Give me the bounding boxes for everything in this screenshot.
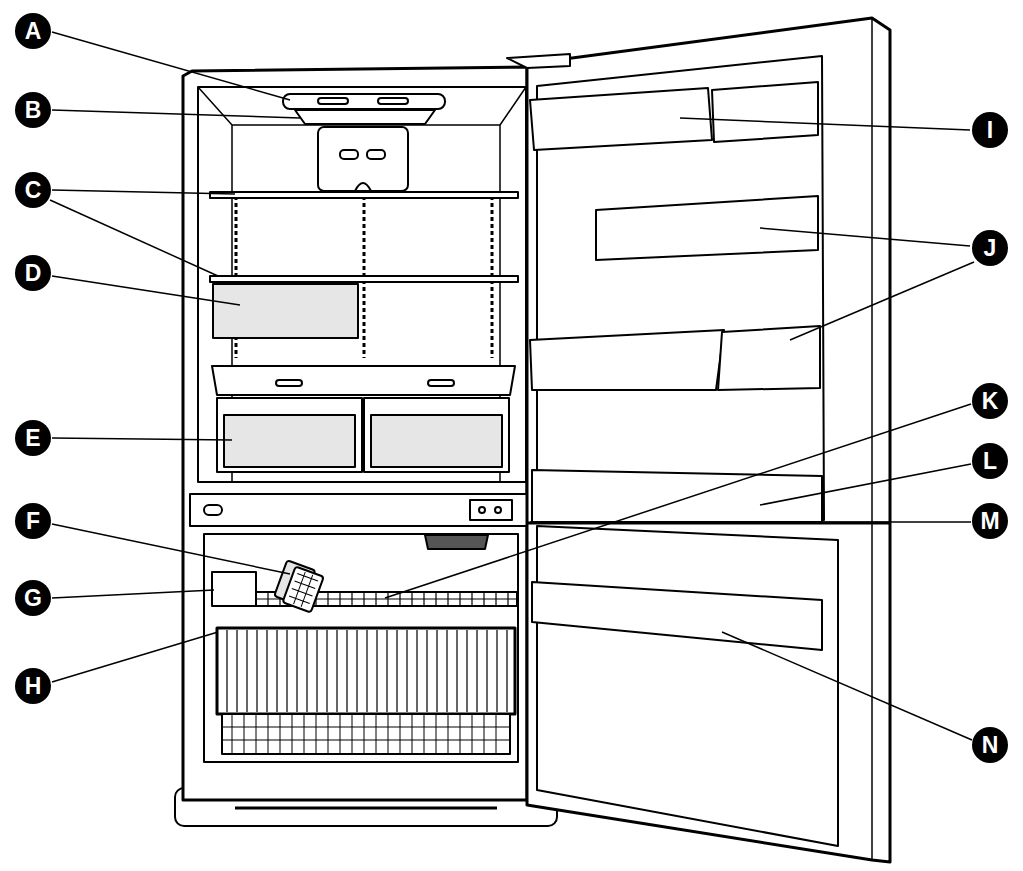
crisper-drawer	[217, 398, 362, 472]
drawer-window	[371, 415, 502, 467]
compartment-walls	[198, 87, 526, 482]
door-hinge-top	[507, 54, 570, 68]
door-bin	[532, 470, 822, 522]
freezer-door-bin	[532, 582, 822, 650]
callout-letter: F	[15, 503, 51, 539]
crisper-cover	[212, 366, 515, 395]
dairy-bin	[530, 88, 712, 150]
ice-bucket	[212, 572, 256, 606]
vent-outlet	[355, 183, 371, 191]
freezer-light	[425, 535, 488, 549]
callout-letter: K	[972, 383, 1008, 419]
divider	[190, 494, 527, 526]
callout-letter: B	[15, 92, 51, 128]
light-cover	[283, 94, 445, 109]
vent-slot	[340, 150, 358, 159]
control-panel	[295, 110, 435, 124]
callout-letter: D	[15, 255, 51, 291]
fresh-food-compartment	[198, 87, 526, 482]
freezer-door-liner	[537, 526, 838, 846]
air-vent	[318, 127, 408, 191]
callout-letter: C	[15, 172, 51, 208]
door-bin	[712, 82, 818, 142]
drawer-window	[224, 415, 355, 467]
door-bin	[718, 326, 820, 390]
callout-letter: H	[15, 668, 51, 704]
callout-letter: G	[15, 580, 51, 616]
shelf-bin	[213, 284, 358, 338]
callout-letter: L	[972, 443, 1008, 479]
basket-bottom	[222, 714, 510, 754]
door-edge	[871, 18, 873, 860]
glass-shelf	[210, 276, 518, 282]
callout-letter: M	[972, 503, 1008, 539]
crisper-drawer	[364, 398, 509, 472]
wire-shelf	[213, 592, 517, 606]
door	[527, 18, 890, 862]
freezer-compartment	[204, 534, 518, 762]
hinge-pin	[479, 507, 485, 513]
callout-letter: A	[15, 13, 51, 49]
leader-lines	[50, 32, 974, 740]
callout-letter: J	[972, 230, 1008, 266]
callout-letter: I	[972, 112, 1008, 148]
basket-wires	[227, 630, 507, 712]
ice-tray	[273, 560, 325, 612]
grille-slot	[235, 807, 497, 810]
wire-grid	[213, 592, 517, 606]
glass-shelf	[210, 192, 518, 198]
cover-handle	[276, 380, 302, 386]
hinge-pin	[495, 507, 501, 513]
cover-handle	[428, 380, 454, 386]
callout-letter: N	[972, 727, 1008, 763]
cabinet	[183, 67, 527, 800]
vent-slot	[367, 150, 385, 159]
callout-letter: E	[15, 420, 51, 456]
light-detail	[318, 98, 348, 104]
freezer-basket	[217, 628, 515, 714]
door-bin	[530, 330, 724, 390]
divider-detail	[204, 505, 222, 515]
door-hinge	[470, 500, 512, 520]
door-bin	[596, 196, 818, 260]
basket-grid	[222, 714, 510, 754]
light-detail	[378, 98, 408, 104]
